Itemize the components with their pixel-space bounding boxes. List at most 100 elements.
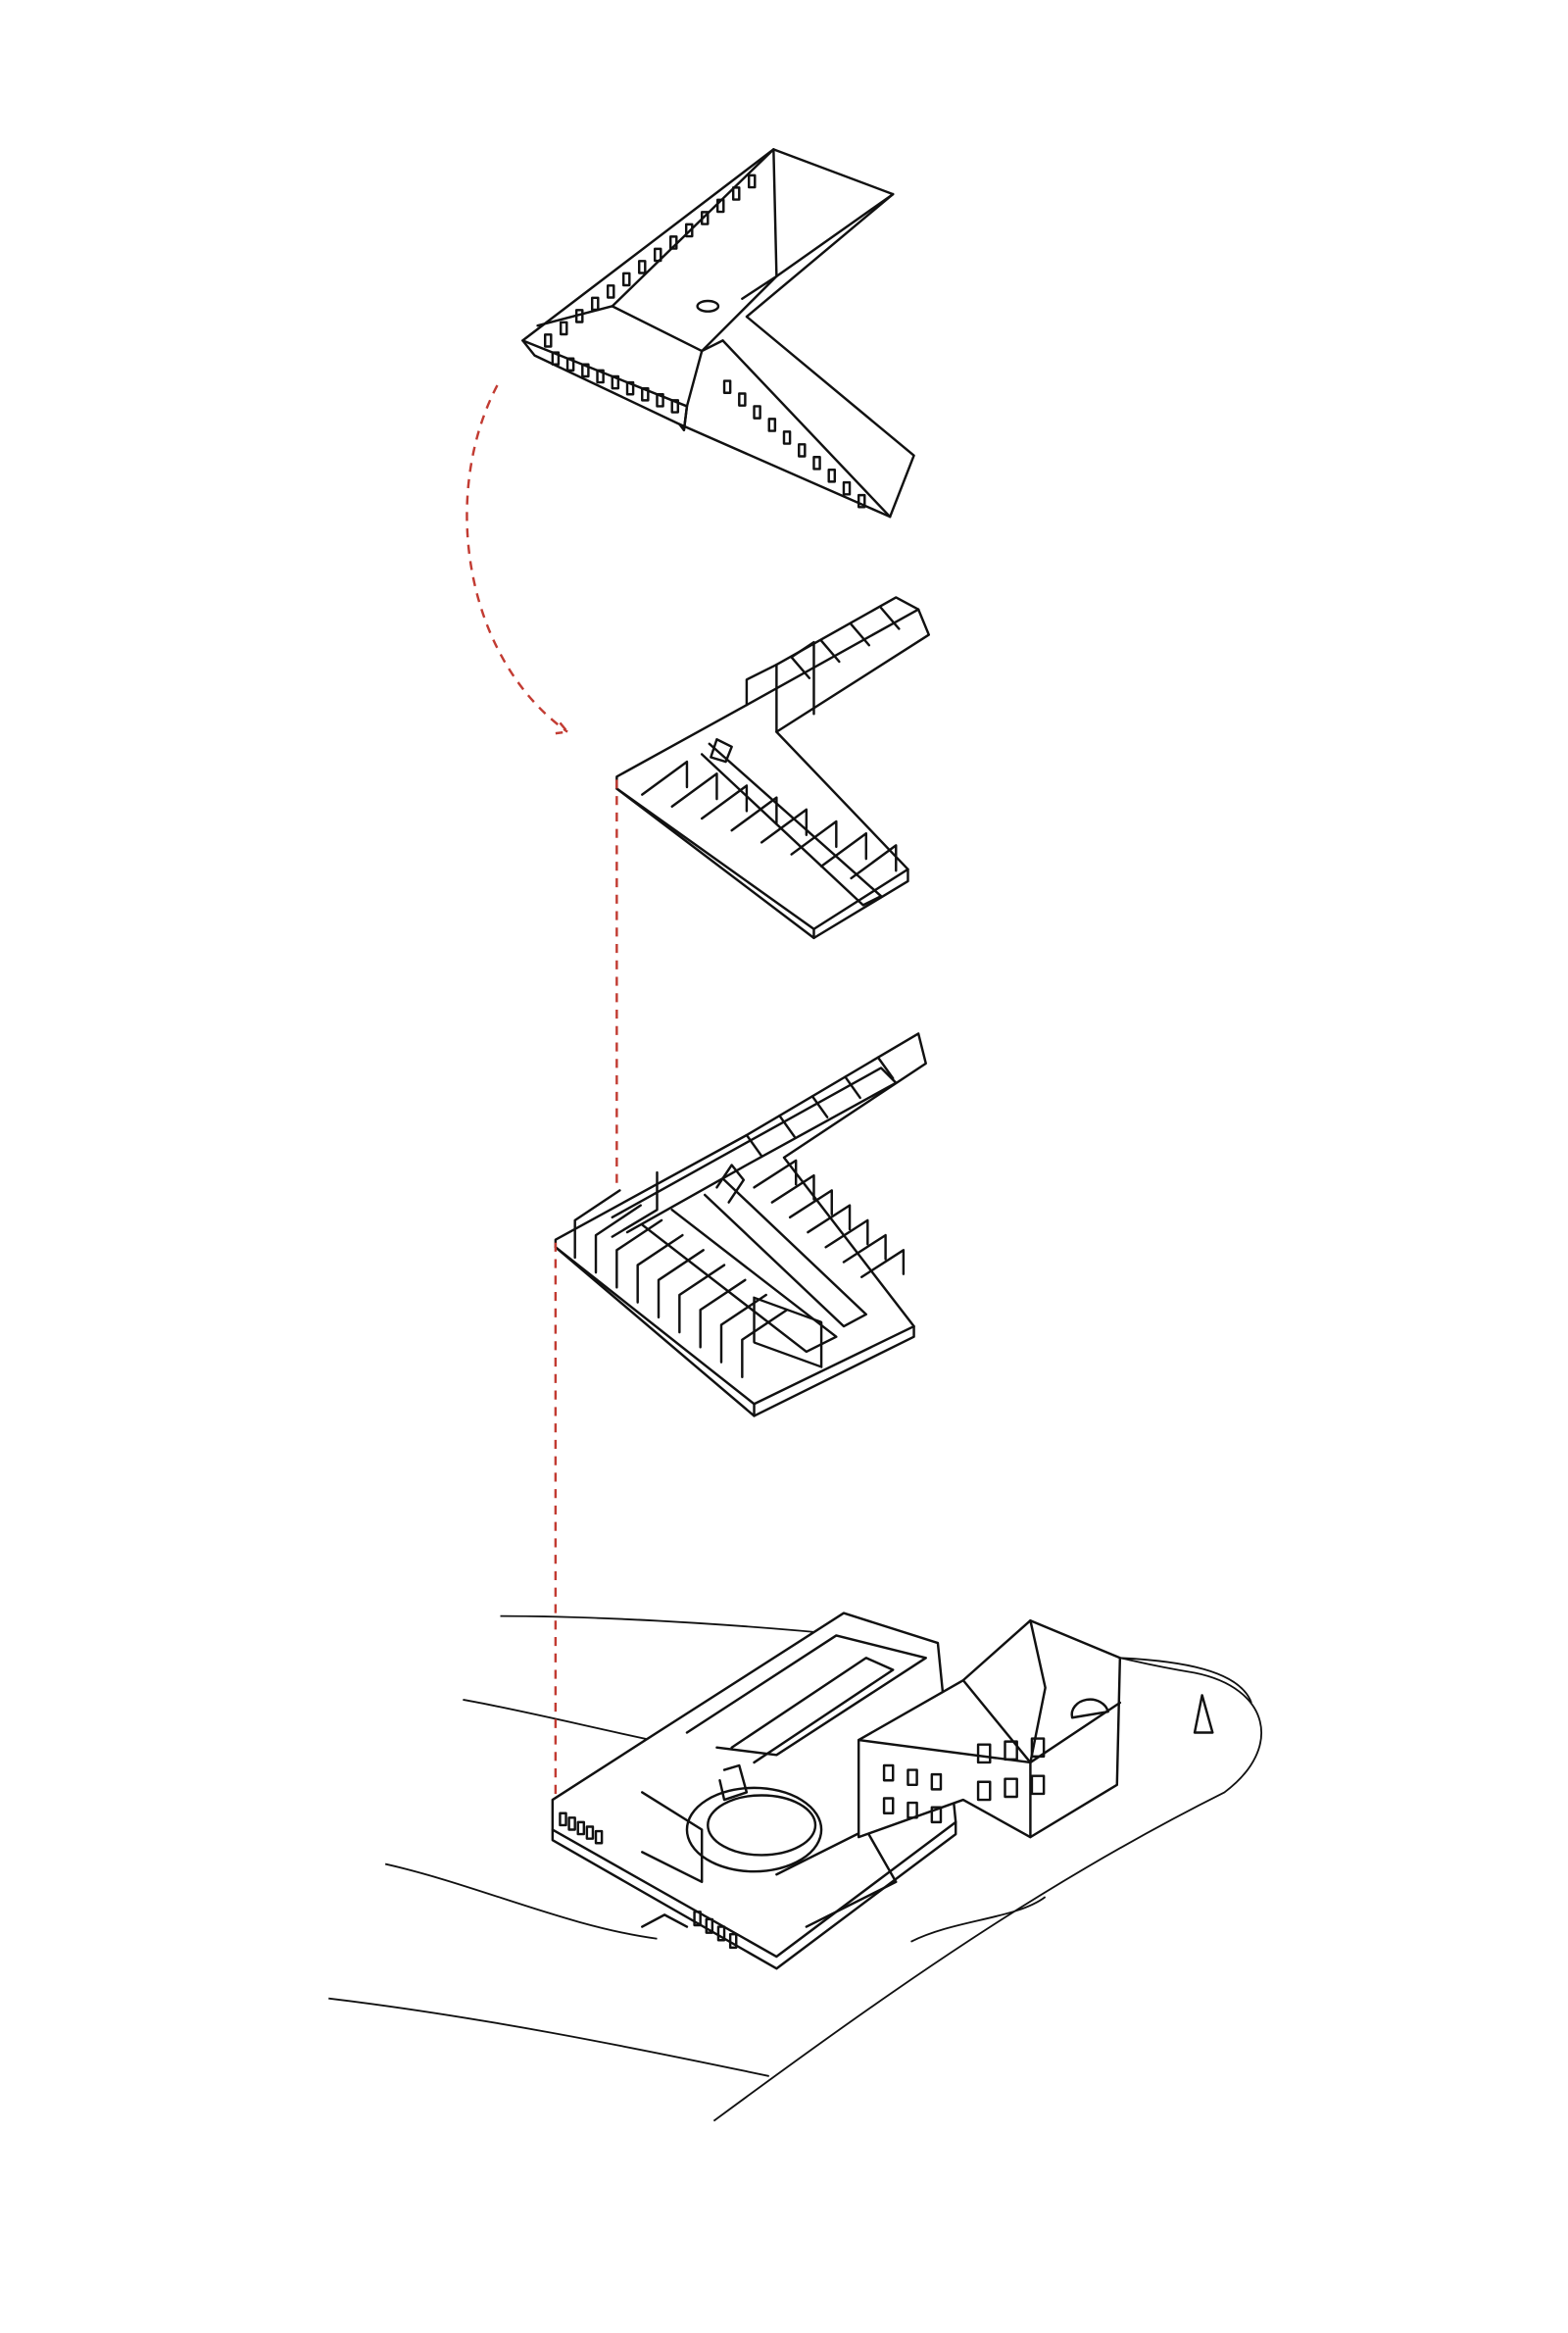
ground-windows (559, 1812, 738, 1950)
facade-window (716, 1925, 726, 1942)
partition-wall (700, 784, 749, 820)
house-window (1030, 1737, 1046, 1759)
terrain-contour (328, 1997, 769, 2077)
partition-wall (753, 1159, 798, 1189)
partition-wall (760, 808, 808, 844)
house-window (976, 1780, 992, 1802)
house-window (1004, 1777, 1018, 1799)
partition-wall (770, 1173, 815, 1204)
roof-window (637, 260, 647, 274)
roof-to-upper-connector (466, 384, 568, 733)
partition-wall (641, 760, 689, 796)
upper-room-partitions (641, 606, 901, 880)
house-window (906, 1768, 918, 1787)
facade-window (576, 1820, 586, 1836)
facade-window (693, 1911, 702, 1927)
facade-window (567, 1816, 576, 1831)
roof-window (767, 418, 777, 432)
entry-stair (641, 1913, 689, 1928)
partition-wall (657, 1249, 705, 1319)
roof-window (596, 369, 605, 384)
roof-window (574, 309, 584, 323)
roof-window (565, 357, 575, 372)
partition-wall (819, 831, 868, 868)
partition-wall (745, 1133, 763, 1158)
roof-window (747, 174, 757, 189)
house-window (930, 1806, 943, 1824)
roof-window (812, 456, 821, 471)
partition-wall (594, 1204, 642, 1274)
partition-wall (876, 1056, 895, 1080)
roof-window (559, 321, 568, 336)
partition-wall (699, 1278, 747, 1349)
roof-window (621, 272, 631, 287)
roof-window (722, 379, 732, 394)
facade-window (728, 1932, 738, 1950)
roof-window (798, 443, 807, 458)
house-window (882, 1763, 895, 1782)
partition-wall (778, 1114, 796, 1138)
facade-window (594, 1829, 604, 1845)
roof-window (551, 351, 561, 366)
roof-windows (543, 174, 866, 509)
roof-window (656, 393, 664, 408)
roof-window (641, 386, 650, 402)
first-floor-room-partitions (573, 1056, 906, 1379)
partition-wall (790, 819, 838, 856)
partition-wall (636, 1233, 684, 1304)
roof-window (670, 399, 680, 414)
partition-wall (790, 656, 811, 679)
roof-window (625, 380, 635, 396)
roof-window (684, 223, 694, 238)
partition-wall (844, 1075, 861, 1100)
roof-window (738, 392, 747, 407)
roof-window (753, 405, 761, 420)
partition-wall (860, 1249, 906, 1278)
roof-window (543, 333, 553, 348)
roof-window (731, 186, 741, 201)
site-boundary (712, 1657, 1262, 2122)
house-window (906, 1801, 918, 1819)
partition-wall (850, 844, 898, 880)
roof-window (581, 363, 590, 378)
courtyard-oval (685, 1786, 823, 1873)
roof-window (827, 468, 837, 483)
attic-window (1070, 1698, 1109, 1719)
house-window (882, 1797, 895, 1814)
partition-wall (842, 1233, 887, 1264)
roof-window (611, 374, 620, 390)
partition-wall (879, 606, 901, 630)
house-windows (882, 1737, 1046, 1824)
roof-window (857, 493, 866, 509)
partition-wall (810, 1095, 829, 1118)
facade-window (559, 1812, 567, 1827)
first-floor-layer (554, 1032, 927, 1417)
roof-window (782, 430, 792, 445)
roof-window (842, 480, 852, 496)
partition-wall (670, 772, 718, 809)
upper-floor-layer (615, 596, 931, 940)
partition-wall (730, 796, 778, 832)
partition-wall (807, 1204, 852, 1234)
house-window (930, 1772, 943, 1791)
roof-layer (521, 148, 915, 519)
partition-wall (741, 1309, 789, 1379)
partition-wall (615, 1218, 663, 1289)
facade-window (705, 1917, 714, 1934)
roof-window (715, 198, 725, 214)
partition-wall (850, 622, 871, 647)
roof-window (653, 247, 662, 263)
partition-wall (824, 1218, 869, 1249)
roof-skylight (696, 299, 720, 313)
existing-house (857, 1618, 1122, 1839)
partition-wall (819, 639, 841, 664)
ground-floor-layer (328, 1612, 1262, 2122)
partition-wall (678, 1264, 726, 1334)
house-window (976, 1743, 992, 1764)
terrain-contour (384, 1862, 658, 1940)
roof-window (668, 235, 678, 250)
terrain-contour (500, 1614, 852, 1637)
partition-wall (788, 1189, 833, 1219)
